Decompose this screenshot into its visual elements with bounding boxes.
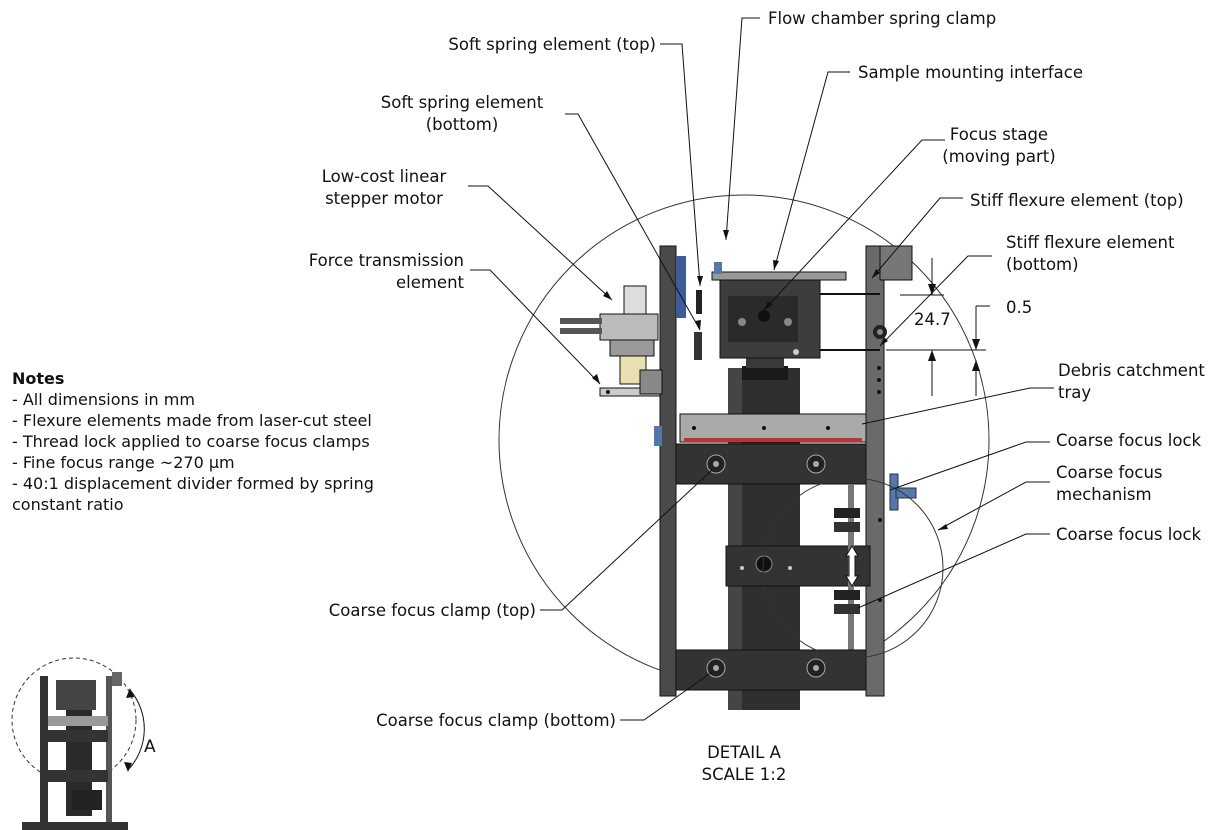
leader-lines (468, 17, 1054, 721)
detail-scale: SCALE 1:2 (701, 765, 787, 784)
label-stiff-flexure-bottom-line1: Stiff flexure element (1006, 233, 1175, 252)
label-soft-spring-bottom-line1: Soft spring element (380, 93, 544, 112)
label-coarse-focus-clamp-bottom: Coarse focus clamp (bottom) (376, 711, 616, 730)
label-coarse-focus-lock-top: Coarse focus lock (1056, 431, 1202, 450)
leader-arrowheads (592, 230, 948, 530)
notes-block: Notes - All dimensions in mm - Flexure e… (12, 368, 374, 515)
main-assembly (560, 245, 917, 710)
label-focus-stage-line2: (moving part) (942, 147, 1056, 166)
label-debris-tray-line1: Debris catchment (1058, 361, 1205, 380)
notes-item: - Flexure elements made from laser-cut s… (12, 411, 372, 430)
detail-callout-letter: A (144, 737, 156, 757)
label-debris-tray-line2: tray (1058, 383, 1092, 402)
coarse-arrow-icon (845, 545, 859, 587)
notes-item: - 40:1 displacement divider formed by sp… (12, 474, 374, 493)
label-soft-spring-bottom-line2: (bottom) (425, 115, 499, 134)
notes-item: - Thread lock applied to coarse focus cl… (12, 432, 370, 451)
notes-title: Notes (12, 369, 65, 388)
dimension-stage-height: 24.7 (914, 310, 951, 329)
mechanism-detail-circle (762, 477, 944, 659)
label-force-transmission-line2: element (395, 273, 464, 292)
notes-item: - All dimensions in mm (12, 390, 195, 409)
sample-mounting-plate (711, 271, 847, 281)
right-frame-plate (865, 245, 885, 697)
label-coarse-focus-lock-bottom: Coarse focus lock (1056, 525, 1202, 544)
detail-title: DETAIL A (707, 743, 781, 762)
soft-spring-top (696, 290, 702, 314)
notes-item: - Fine focus range ~270 µm (12, 453, 235, 472)
soft-spring-bottom (694, 332, 702, 360)
coarse-mechanism-block (725, 545, 871, 587)
label-stiff-flexure-bottom-line2: (bottom) (1006, 255, 1079, 274)
label-coarse-focus-mechanism-line2: mechanism (1056, 485, 1152, 504)
coarse-clamp-top-block (675, 443, 867, 485)
label-stiff-flexure-top: Stiff flexure element (top) (970, 191, 1184, 210)
detail-thumbnail (11, 657, 145, 830)
label-coarse-focus-mechanism-line1: Coarse focus (1056, 463, 1163, 482)
stepper-motor (560, 285, 663, 397)
notes-item: constant ratio (12, 495, 124, 514)
left-frame-plate (659, 245, 677, 697)
dimension-arrows (928, 284, 980, 371)
dimension-gap: 0.5 (1006, 298, 1033, 317)
label-sample-mounting-interface: Sample mounting interface (858, 63, 1084, 82)
flow-chamber-spring-clamp (714, 262, 722, 274)
label-soft-spring-top: Soft spring element (top) (448, 35, 656, 54)
coarse-clamp-bottom-block (675, 649, 867, 691)
label-focus-stage-line1: Focus stage (949, 125, 1049, 144)
label-flow-chamber-spring-clamp: Flow chamber spring clamp (768, 9, 997, 28)
debris-tray (679, 413, 867, 443)
label-stepper-motor-line1: Low-cost linear (321, 167, 447, 186)
label-stepper-motor-line2: stepper motor (325, 189, 443, 208)
label-force-transmission-line1: Force transmission (308, 251, 464, 270)
label-coarse-focus-clamp-top: Coarse focus clamp (top) (328, 601, 536, 620)
